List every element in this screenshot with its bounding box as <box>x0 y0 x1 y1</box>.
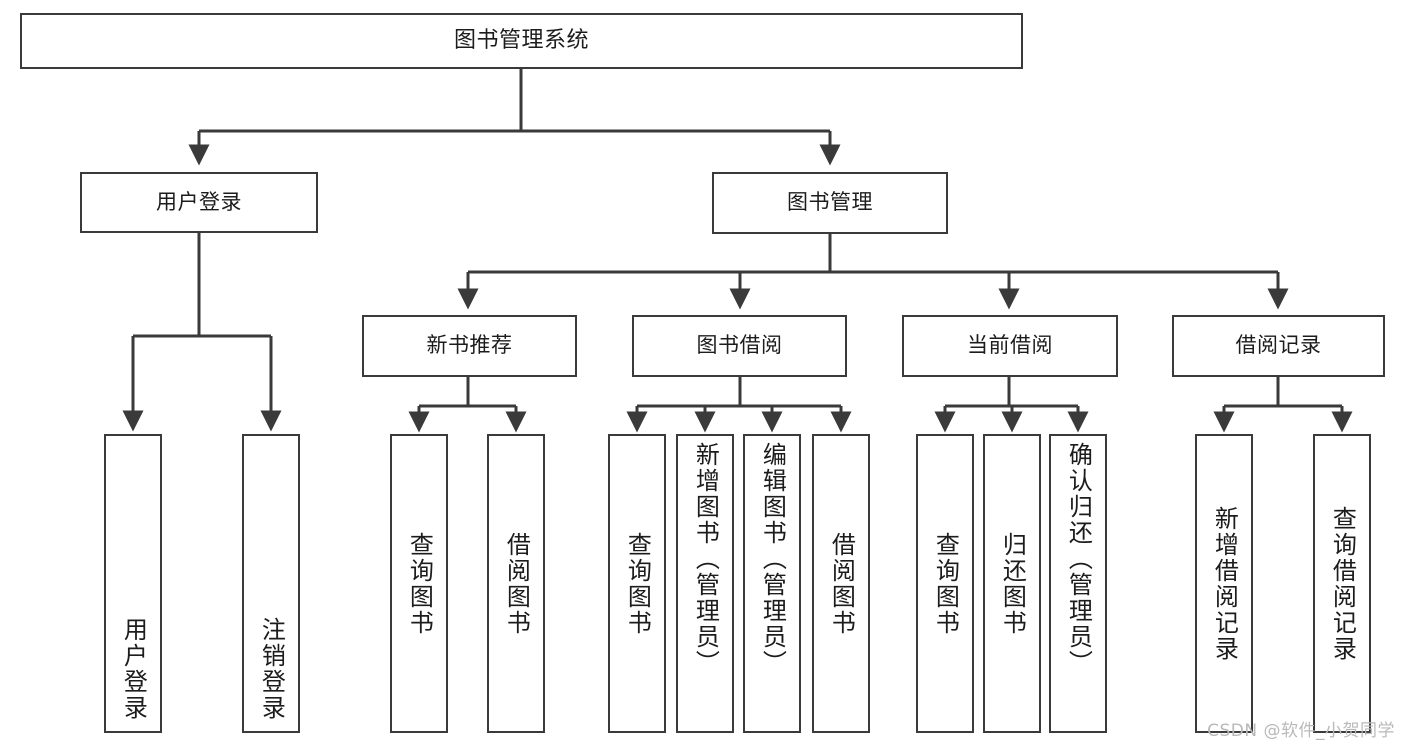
leaf-add-borrow-record[interactable]: 新增借阅记录 <box>1195 434 1253 733</box>
node-book-borrow[interactable]: 图书借阅 <box>632 315 847 377</box>
leaf-query-borrow-record[interactable]: 查询借阅记录 <box>1313 434 1371 733</box>
leaf-label: 注销登录 <box>257 617 286 721</box>
leaf-add-book-admin[interactable]: 新增图书（管理员） <box>676 434 734 733</box>
leaf-return-book[interactable]: 归还图书 <box>983 434 1041 733</box>
node-borrow-record[interactable]: 借阅记录 <box>1172 315 1385 377</box>
leaf-label: 编辑图书（管理员） <box>758 442 787 676</box>
node-label: 用户登录 <box>156 189 242 214</box>
node-label: 图书管理系统 <box>453 27 589 53</box>
leaf-label: 查询图书 <box>405 531 434 636</box>
leaf-query-book-recommend[interactable]: 查询图书 <box>390 434 448 733</box>
leaf-confirm-return-admin[interactable]: 确认归还（管理员） <box>1049 434 1107 733</box>
leaf-label: 借阅图书 <box>502 531 531 636</box>
node-root-book-management-system[interactable]: 图书管理系统 <box>20 13 1023 69</box>
leaf-borrow-book[interactable]: 借阅图书 <box>812 434 870 733</box>
node-label: 图书借阅 <box>696 333 783 358</box>
node-current-borrow[interactable]: 当前借阅 <box>902 315 1118 377</box>
leaf-label: 查询借阅记录 <box>1328 505 1357 662</box>
node-new-book-recommend[interactable]: 新书推荐 <box>362 315 577 377</box>
leaf-label: 查询图书 <box>931 531 960 636</box>
node-user-login[interactable]: 用户登录 <box>80 172 318 233</box>
node-label: 当前借阅 <box>967 333 1053 358</box>
leaf-query-book-borrow[interactable]: 查询图书 <box>608 434 666 733</box>
leaf-query-book-current[interactable]: 查询图书 <box>916 434 974 733</box>
leaf-user-login[interactable]: 用户登录 <box>104 434 162 733</box>
leaf-borrow-book-recommend[interactable]: 借阅图书 <box>487 434 545 733</box>
leaf-label: 确认归还（管理员） <box>1064 442 1093 676</box>
leaf-label: 用户登录 <box>119 617 148 721</box>
leaf-edit-book-admin[interactable]: 编辑图书（管理员） <box>743 434 801 733</box>
node-book-management[interactable]: 图书管理 <box>712 172 948 234</box>
leaf-label: 借阅图书 <box>827 531 856 636</box>
leaf-label: 归还图书 <box>998 531 1027 636</box>
watermark-text: CSDN @软件_小贺同学 <box>1207 721 1395 741</box>
node-label: 新书推荐 <box>426 333 513 358</box>
node-label: 图书管理 <box>787 190 873 215</box>
leaf-logout[interactable]: 注销登录 <box>242 434 300 733</box>
leaf-label: 新增图书（管理员） <box>691 442 720 676</box>
leaf-label: 查询图书 <box>623 531 652 636</box>
leaf-label: 新增借阅记录 <box>1210 505 1239 662</box>
node-label: 借阅记录 <box>1235 333 1322 358</box>
